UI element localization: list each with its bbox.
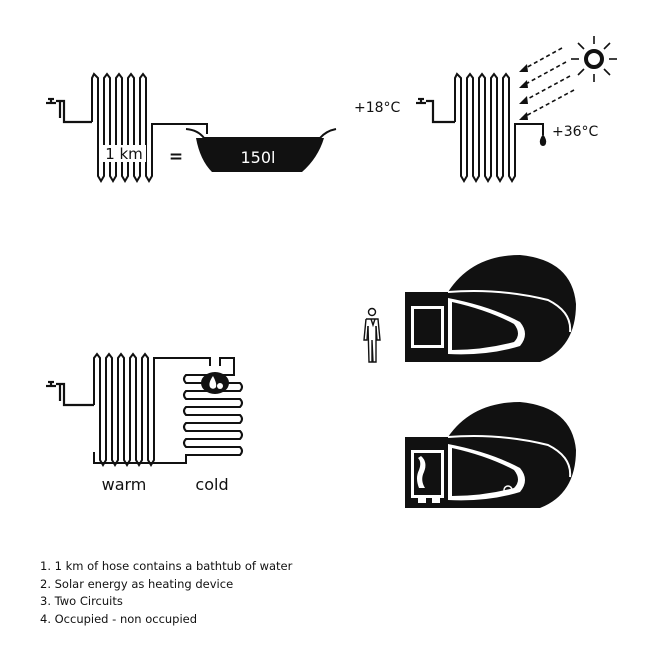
panel-hose-equals-bathtub: 1 km = 150l — [46, 72, 337, 183]
person-icon — [363, 307, 381, 363]
warm-temperature: +36°C — [552, 124, 599, 140]
hose-coil-solar — [454, 72, 544, 183]
unit-occupied — [405, 402, 576, 508]
equals-sign: = — [169, 147, 183, 167]
sun-ray-arrowheads — [519, 64, 528, 120]
faucet-icon — [46, 97, 92, 124]
caption-item-4: 4. Occupied - non occupied — [40, 611, 198, 626]
sun-icon — [571, 36, 617, 82]
hose-length-text: 1 km — [105, 145, 143, 163]
faucet-icon-solar — [416, 97, 455, 124]
warm-circuit-coil — [93, 352, 211, 467]
cold-circuit-coil — [93, 357, 243, 464]
caption-item-3: 3. Two Circuits — [40, 594, 123, 608]
cold-circuit-label: cold — [195, 475, 228, 494]
caption-list: 1. 1 km of hose contains a bathtub of wa… — [40, 558, 292, 628]
panel-two-circuits: warm cold — [46, 352, 243, 494]
warm-circuit-label: warm — [102, 475, 147, 494]
caption-item-2: 2. Solar energy as heating device — [40, 576, 234, 591]
sun-rays-arrows — [521, 47, 575, 119]
faucet-icon-circuits — [46, 380, 94, 407]
bathtub-icon: 150l — [185, 128, 337, 172]
water-drop-icon — [539, 134, 547, 146]
heat-exchanger-icon — [201, 372, 229, 394]
unit-non-occupied — [405, 255, 576, 362]
caption-item-1: 1. 1 km of hose contains a bathtub of wa… — [40, 559, 293, 573]
hose-length-label: 1 km — [102, 145, 146, 163]
cold-temperature: +18°C — [354, 100, 401, 116]
panel-occupied-non-occupied — [363, 255, 576, 508]
bathtub-volume: 150l — [241, 148, 276, 167]
panel-solar-heating: +18°C +36°C — [354, 36, 617, 183]
hose-coil — [91, 72, 208, 183]
